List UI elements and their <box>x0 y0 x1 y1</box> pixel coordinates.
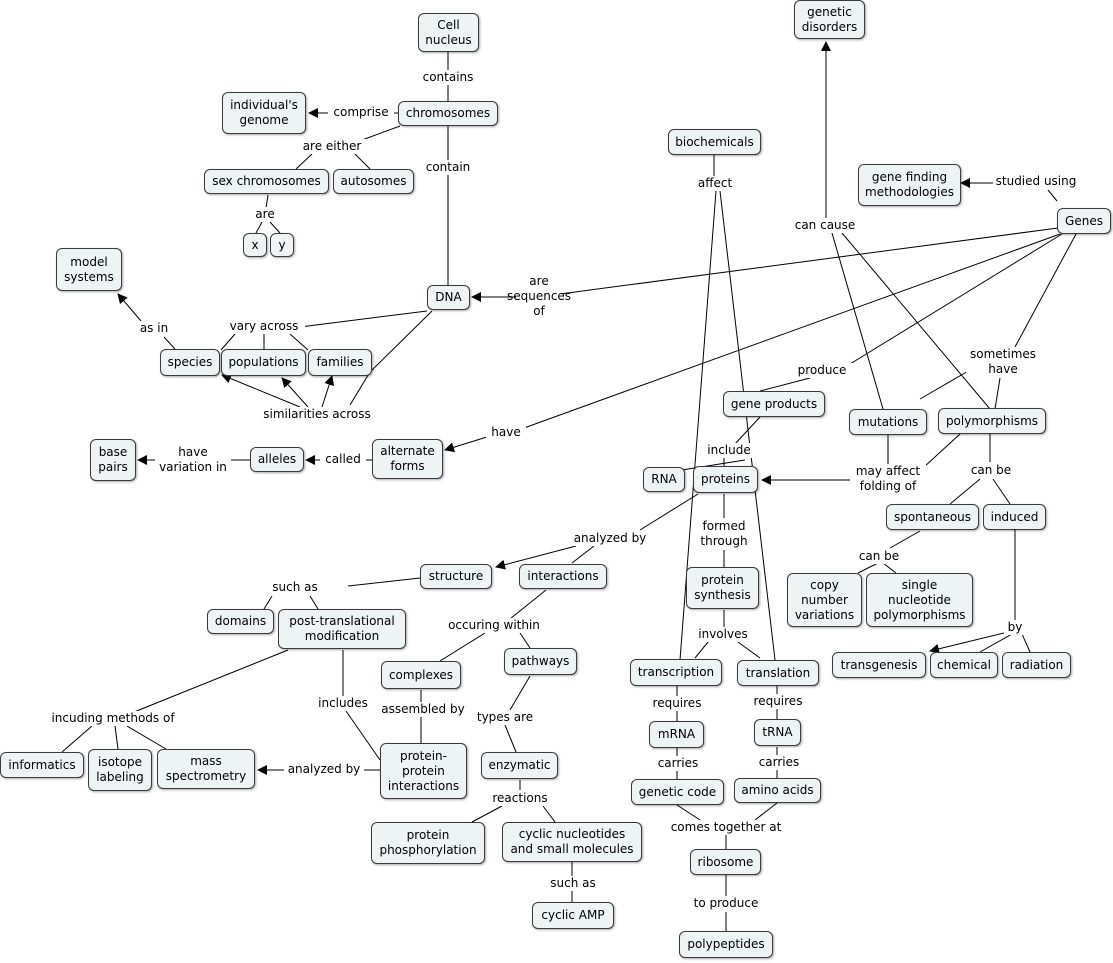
link-such-as-2: such as <box>544 876 602 891</box>
link-include: include <box>702 443 756 458</box>
link-may-affect-folding-of: may affect folding of <box>850 464 926 494</box>
link-comprise: comprise <box>328 105 394 120</box>
link-analyzed-by-2: analyzed by <box>284 762 364 777</box>
link-affect: affect <box>692 176 738 191</box>
concept-biochemicals[interactable]: biochemicals <box>668 129 761 155</box>
link-reactions: reactions <box>488 791 552 806</box>
concept-populations[interactable]: populations <box>221 349 306 376</box>
concept-enzymatic[interactable]: enzymatic <box>481 752 558 779</box>
concept-copy-number-variations[interactable]: copy number variations <box>787 573 862 627</box>
concept-chromosomes[interactable]: chromosomes <box>398 101 498 126</box>
link-can-be-2: can be <box>854 549 904 564</box>
concept-model-systems[interactable]: model systems <box>56 248 122 291</box>
concept-x[interactable]: x <box>243 233 267 257</box>
link-requires-1: requires <box>646 696 708 711</box>
concept-sex-chromosomes[interactable]: sex chromosomes <box>204 169 329 194</box>
link-studied-using: studied using <box>993 174 1079 189</box>
link-sometimes-have: sometimes have <box>966 347 1040 377</box>
link-have: have <box>486 425 526 440</box>
link-to-produce: to produce <box>688 896 764 911</box>
concept-cyclic-nucleotides[interactable]: cyclic nucleotides and small molecules <box>502 822 642 862</box>
link-are-either: are either <box>298 139 366 154</box>
concept-gene-finding-methodologies[interactable]: gene finding methodologies <box>858 164 961 206</box>
link-assembled-by: assembled by <box>378 702 468 717</box>
link-are: are <box>250 207 280 222</box>
link-such-as-1: such as <box>266 580 324 595</box>
link-including-methods-of: incuding methods of <box>46 711 180 726</box>
link-have-variation-in: have variation in <box>155 445 231 475</box>
link-contains: contains <box>418 70 478 85</box>
concept-single-nucleotide-polymorphisms[interactable]: single nucleotide polymorphisms <box>866 573 973 627</box>
link-carries-1: carries <box>651 756 705 771</box>
link-by: by <box>1004 620 1026 635</box>
concept-dna[interactable]: DNA <box>427 285 470 310</box>
concept-pathways[interactable]: pathways <box>504 648 577 675</box>
concept-transgenesis[interactable]: transgenesis <box>832 652 926 678</box>
concept-protein-synthesis[interactable]: protein synthesis <box>686 567 759 609</box>
concept-trna[interactable]: tRNA <box>754 719 801 746</box>
concept-spontaneous[interactable]: spontaneous <box>886 504 979 530</box>
concept-mutations[interactable]: mutations <box>849 409 927 435</box>
concept-transcription[interactable]: transcription <box>630 659 722 686</box>
concept-ribosome[interactable]: ribosome <box>690 849 761 875</box>
concept-cell-nucleus[interactable]: Cell nucleus <box>418 13 479 52</box>
concept-families[interactable]: families <box>308 349 372 376</box>
concept-interactions[interactable]: interactions <box>519 564 607 589</box>
link-involves: involves <box>692 627 754 642</box>
link-are-sequences-of: are sequences of <box>506 274 572 319</box>
link-requires-2: requires <box>747 694 809 709</box>
concept-protein-protein-interactions[interactable]: protein- protein interactions <box>380 743 467 799</box>
link-occuring-within: occuring within <box>444 618 544 633</box>
concept-base-pairs[interactable]: base pairs <box>90 439 136 481</box>
concept-genetic-disorders[interactable]: genetic disorders <box>794 0 865 39</box>
concept-polymorphisms[interactable]: polymorphisms <box>938 408 1046 434</box>
concept-isotope-labeling[interactable]: isotope labeling <box>88 749 152 791</box>
link-vary-across: vary across <box>223 319 305 334</box>
link-can-cause: can cause <box>791 218 859 233</box>
concept-genetic-code[interactable]: genetic code <box>631 779 724 805</box>
concept-alleles[interactable]: alleles <box>250 447 304 472</box>
concept-protein-phosphorylation[interactable]: protein phosphorylation <box>371 822 485 864</box>
link-contain: contain <box>421 160 475 175</box>
concept-autosomes[interactable]: autosomes <box>333 169 414 194</box>
link-produce: produce <box>792 363 852 378</box>
link-formed-through: formed through <box>694 519 754 549</box>
concept-structure[interactable]: structure <box>420 564 492 589</box>
link-includes: includes <box>314 696 372 711</box>
link-can-be-1: can be <box>966 463 1016 478</box>
link-similarities-across: similarities across <box>256 407 378 422</box>
concept-alternate-forms[interactable]: alternate forms <box>372 439 443 479</box>
concept-individuals-genome[interactable]: individual's genome <box>222 92 306 134</box>
concept-polypeptides[interactable]: polypeptides <box>679 931 773 958</box>
concept-genes[interactable]: Genes <box>1057 208 1111 234</box>
concept-proteins[interactable]: proteins <box>693 466 758 493</box>
link-carries-2: carries <box>752 755 806 770</box>
concept-cyclic-amp[interactable]: cyclic AMP <box>532 902 614 929</box>
concept-chemical[interactable]: chemical <box>930 652 998 678</box>
concept-radiation[interactable]: radiation <box>1002 652 1071 678</box>
concept-gene-products[interactable]: gene products <box>723 391 825 417</box>
concept-rna[interactable]: RNA <box>643 467 685 492</box>
concept-amino-acids[interactable]: amino acids <box>734 778 821 803</box>
concept-complexes[interactable]: complexes <box>381 661 461 689</box>
concept-informatics[interactable]: informatics <box>0 752 84 778</box>
link-analyzed-by-1: analyzed by <box>570 531 650 546</box>
link-called: called <box>320 452 366 467</box>
concept-induced[interactable]: induced <box>983 504 1046 530</box>
concept-domains[interactable]: domains <box>207 609 274 634</box>
concept-post-translational-modification[interactable]: post-translational modification <box>278 609 406 649</box>
concept-translation[interactable]: translation <box>737 660 819 686</box>
link-comes-together-at: comes together at <box>666 820 786 835</box>
link-as-in: as in <box>134 321 174 336</box>
concept-mrna[interactable]: mRNA <box>649 721 704 748</box>
concept-y[interactable]: y <box>270 233 294 257</box>
concept-species[interactable]: species <box>160 349 220 376</box>
concept-mass-spectrometry[interactable]: mass spectrometry <box>157 749 255 789</box>
link-types-are: types are <box>472 710 538 725</box>
